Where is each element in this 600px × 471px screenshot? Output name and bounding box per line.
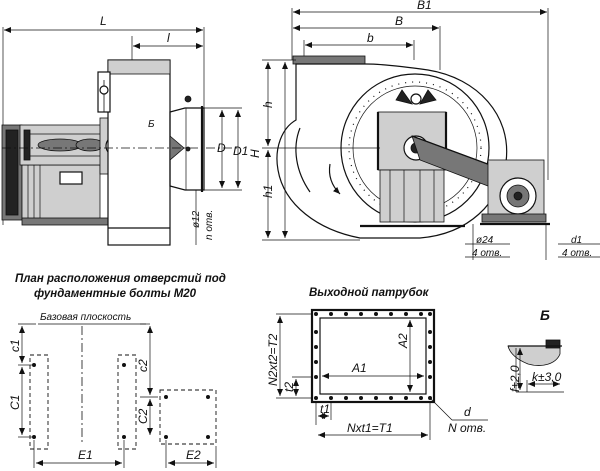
outlet-flange: Выходной патрубок N2xt2=T2 t2 [266,287,488,440]
detail-b: Б f±2,0 k±3,0 [507,307,564,393]
outlet-outer [310,308,436,404]
dim-d1-count: 4 отв. [562,248,592,259]
section-letter: Б [148,119,155,130]
dim-D1-label: D1 [233,144,248,158]
hole-dia-label: ø12 [191,210,202,228]
foundation-caption-2: фундаментные болты М20 [34,288,197,300]
detail-title: Б [540,307,550,323]
dim-A1-label: A1 [351,361,367,375]
dim-c2-label: c2 [136,359,150,372]
slot-middle [117,354,137,450]
dim-d1-label: d1 [571,235,582,246]
dim-t1-label: t1 [320,402,330,416]
dim-C1-label: C1 [8,395,22,410]
dim-d-label: d [464,405,471,419]
dim-D-label: D [217,141,226,155]
dim-T1-label: Nxt1=T1 [347,421,393,435]
dim-L-label: L [100,14,107,28]
dim-B-label: B [395,14,403,28]
dim-k-label: k±3,0 [532,370,562,384]
dim-B1-label: B1 [417,0,432,12]
dim-E2-label: E2 [186,448,201,462]
dim-E1-label: E1 [78,448,93,462]
dim-H-label: H [248,149,262,158]
outlet-inner [319,317,427,395]
dim-c1-label: c1 [8,339,22,352]
dim-l-label: l [167,31,170,45]
dim-f-label: f±2,0 [508,365,522,392]
side-view: L l [1,14,248,246]
hole-24-label: ø24 [476,235,494,246]
dim-C2-label: C2 [136,408,150,424]
slot-right [159,389,217,445]
dim-h1-label: h1 [261,185,275,198]
foundation-caption-1: План расположения отверстий под [15,273,226,285]
base-plane-label: Базовая плоскость [40,312,131,323]
dim-A2-label: A2 [396,333,410,349]
hole-24-count: 4 отв. [472,248,502,259]
dim-t2-label: t2 [282,382,296,392]
front-view: B1 B b [248,0,600,260]
dim-N2-label: N2xt2=T2 [266,333,280,386]
slot-left [29,354,49,450]
outlet-bolt-holes [314,312,432,400]
dim-h-label: h [261,101,275,108]
fan-housing-side [107,59,171,246]
outlet-caption: Выходной патрубок [309,287,430,299]
dim-d-count: N отв. [448,421,486,435]
hole-count-label: n отв. [204,210,215,240]
dim-b-label: b [367,31,374,45]
foundation-plan: План расположения отверстий под фундамен… [8,273,226,468]
